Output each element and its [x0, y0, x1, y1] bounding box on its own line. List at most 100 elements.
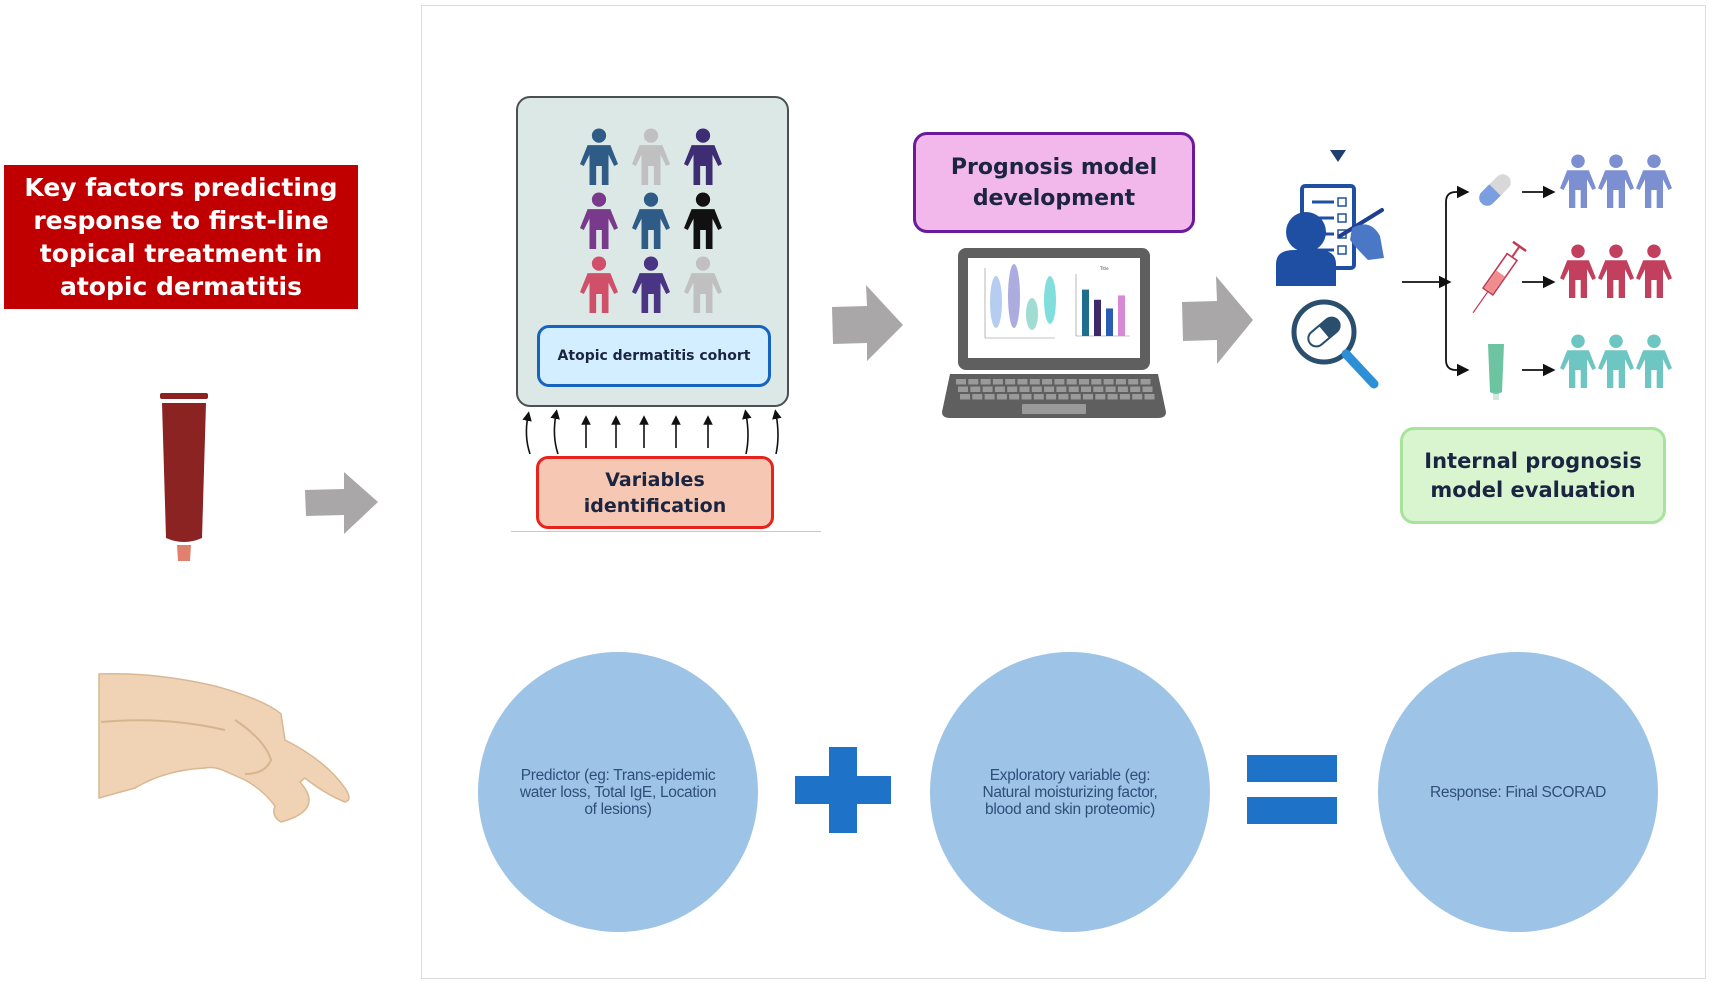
keyboard-key	[994, 386, 1005, 392]
person-icon	[632, 256, 670, 313]
pill-icon	[1479, 174, 1511, 206]
person-icon	[1560, 334, 1596, 388]
keyboard-key	[968, 379, 979, 385]
keyboard-key	[1093, 386, 1104, 392]
person-icon	[580, 128, 618, 185]
keyboard-key	[1079, 379, 1089, 385]
person-icon	[1598, 334, 1634, 388]
scratching-hand-icon	[98, 673, 350, 823]
keyboard-key	[1095, 394, 1106, 400]
title-box: Key factors predicting response to first…	[4, 165, 358, 309]
person-icon	[1560, 244, 1596, 298]
keyboard-key	[1132, 394, 1143, 400]
response-circle: Response: Final SCORAD	[1378, 652, 1658, 932]
keyboard-key	[1091, 379, 1102, 385]
laptop-bar	[1106, 308, 1113, 336]
arrow-up-icon	[772, 409, 782, 455]
arrow-right-icon	[1182, 276, 1253, 364]
keyboard-key	[1046, 394, 1057, 400]
cohort-people-grid	[580, 128, 722, 313]
arrow-up-icon	[550, 409, 560, 455]
clipboard-doctor-icon	[1276, 184, 1384, 286]
laptop-keyboard	[956, 379, 1155, 400]
keyboard-key	[1056, 386, 1067, 392]
cream-tube-small-icon	[1488, 344, 1504, 400]
baseline-divider	[511, 531, 821, 532]
keyboard-key	[1130, 386, 1141, 392]
prognosis-development-label: Prognosis model development	[950, 154, 1158, 211]
keyboard-key	[1066, 379, 1077, 385]
variables-identification-box: Variables identification	[536, 456, 774, 529]
laptop-bar	[1118, 295, 1125, 336]
violin-plot	[984, 264, 1056, 339]
keyboard-key	[970, 386, 981, 392]
keyboard-key	[1029, 379, 1040, 385]
person-icon	[1598, 154, 1634, 208]
person-icon	[1560, 154, 1596, 208]
keyboard-key	[1140, 379, 1151, 385]
triangle-marker-icon	[1330, 150, 1346, 162]
keyboard-key	[1005, 379, 1016, 385]
hand-finger-curl	[234, 719, 273, 775]
variables-label: Variables identification	[583, 468, 727, 517]
keyboard-key	[1042, 379, 1053, 385]
keyboard-key	[1033, 394, 1044, 400]
keyboard-key	[1031, 386, 1042, 392]
arrow-up-icon	[522, 411, 532, 455]
keyboard-key	[1117, 386, 1128, 392]
laptop-bar	[1094, 299, 1101, 336]
equals-icon	[1247, 755, 1337, 824]
keyboard-key	[1007, 386, 1018, 392]
person-icon	[1598, 244, 1634, 298]
person-icon	[632, 192, 670, 249]
keyboard-key	[958, 386, 968, 392]
keyboard-key	[1107, 394, 1118, 400]
keyboard-key	[1021, 394, 1032, 400]
keyboard-key	[1070, 394, 1081, 400]
evaluation-label: Internal prognosis model evaluation	[1424, 448, 1642, 502]
branch-arrows	[1402, 185, 1556, 377]
keyboard-key	[1115, 379, 1126, 385]
cohort-label-text: Atopic dermatitis cohort	[557, 348, 751, 364]
predictor-circle: Predictor (eg: Trans-epidemic water loss…	[478, 652, 758, 932]
upward-arrows	[522, 409, 782, 455]
keyboard-key	[1068, 386, 1079, 392]
keyboard-key	[1083, 394, 1093, 400]
hand-crease	[100, 719, 226, 731]
title-text: Key factors predicting response to first…	[24, 173, 338, 301]
treatment-groups	[1560, 154, 1672, 388]
tube-cap-top	[160, 393, 208, 399]
keyboard-key	[1144, 394, 1155, 400]
prognosis-development-box: Prognosis model development	[913, 132, 1195, 233]
keyboard-key	[1103, 379, 1114, 385]
arrow-right-icon	[832, 285, 903, 361]
person-icon	[632, 128, 670, 185]
person-icon	[1636, 154, 1672, 208]
keyboard-key	[984, 394, 995, 400]
keyboard-key	[1105, 386, 1116, 392]
evaluation-illustration	[1276, 150, 1672, 400]
magnifier-pill-icon	[1291, 299, 1379, 389]
keyboard-key	[1009, 394, 1020, 400]
laptop-icon: Title	[942, 248, 1166, 418]
arrow-up-icon	[742, 409, 752, 455]
violin-shape	[1008, 264, 1020, 328]
person-icon	[684, 128, 722, 185]
keyboard-key	[1054, 379, 1065, 385]
keyboard-key	[980, 379, 991, 385]
person-icon	[1636, 244, 1672, 298]
keyboard-key	[1142, 386, 1153, 392]
cream-tube-icon	[160, 393, 208, 561]
person-icon	[580, 256, 618, 313]
response-text: Response: Final SCORAD	[1429, 783, 1607, 801]
keyboard-key	[956, 379, 966, 385]
arrow-right-icon	[305, 472, 378, 534]
bar-plot-title: Title	[1099, 266, 1109, 271]
exploratory-text: Exploratory variable (eg: Natural moistu…	[982, 766, 1158, 818]
evaluation-box: Internal prognosis model evaluation	[1400, 427, 1666, 524]
laptop-trackpad	[1022, 404, 1086, 414]
keyboard-key	[1058, 394, 1069, 400]
keyboard-key	[982, 386, 993, 392]
keyboard-key	[992, 379, 1003, 385]
person-icon	[1636, 334, 1672, 388]
